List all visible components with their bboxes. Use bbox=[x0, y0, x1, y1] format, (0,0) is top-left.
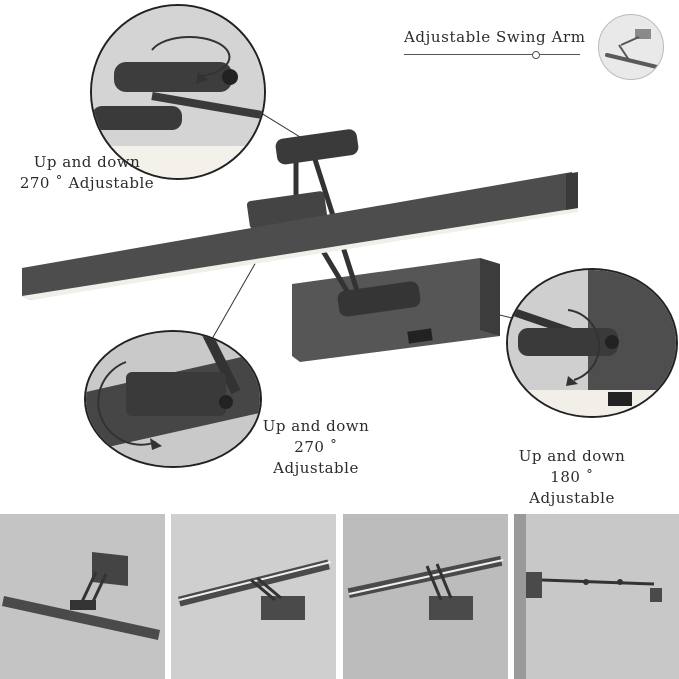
callout-right-line1: Up and down bbox=[518, 447, 626, 465]
thumbnail-extended-view bbox=[343, 514, 508, 679]
callout-middle: Up and down 270 ˚ Adjustable bbox=[254, 416, 378, 479]
title-underline-dot bbox=[532, 51, 540, 59]
zoom-circle-bar-hinge bbox=[84, 330, 262, 468]
feature-title: Adjustable Swing Arm bbox=[404, 28, 586, 46]
callout-right: Up and down 180 ˚ Adjustable bbox=[506, 446, 638, 509]
callout-top-left-line1: Up and down bbox=[33, 153, 141, 171]
thumbnail-angle-view bbox=[0, 514, 165, 679]
thumbnail-side-view bbox=[514, 514, 679, 679]
callout-middle-line2: 270 ˚ Adjustable bbox=[273, 438, 359, 477]
swing-arm-icon bbox=[598, 14, 664, 80]
callout-top-left-line2: 270 ˚ Adjustable bbox=[19, 174, 155, 192]
thumbnail-front-view bbox=[171, 514, 336, 679]
callout-middle-line1: Up and down bbox=[262, 417, 370, 435]
callout-top-left: Up and down 270 ˚ Adjustable bbox=[18, 152, 156, 194]
wall-lamp-illustration bbox=[22, 83, 578, 362]
title-underline bbox=[404, 54, 580, 55]
zoom-circle-plate-hinge bbox=[506, 268, 678, 418]
callout-right-line2: 180 ˚ Adjustable bbox=[529, 468, 615, 507]
